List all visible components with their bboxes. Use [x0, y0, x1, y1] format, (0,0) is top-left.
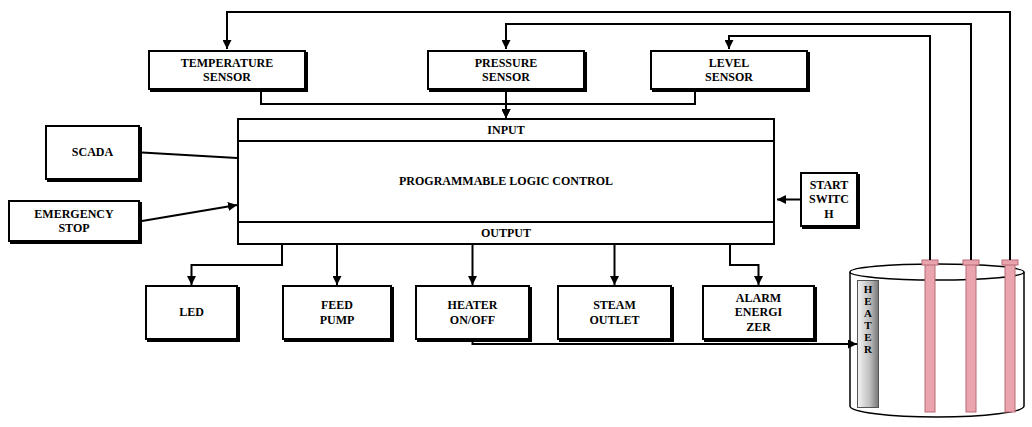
- plc-box: INPUTPROGRAMMABLE LOGIC CONTROLOUTPUT: [237, 118, 775, 245]
- heater-element: HEATER: [857, 280, 879, 408]
- node-label: HEATER ON/OFF: [433, 295, 513, 330]
- node-label: LEVEL SENSOR: [698, 53, 760, 88]
- sensor-box: TEMPERATURE SENSOR: [148, 50, 306, 90]
- connector: [142, 205, 237, 221]
- output-box: FEED PUMP: [282, 285, 392, 340]
- node-label: OUTPUT: [239, 223, 773, 243]
- connector: [777, 199, 800, 201]
- node-label: SCADA: [68, 142, 117, 162]
- output-box: LED: [145, 285, 238, 340]
- stop-box: EMERGENCY STOP: [8, 200, 140, 242]
- node-label: EMERGENCY STOP: [14, 204, 134, 239]
- tank-top: [850, 264, 1024, 280]
- tank-body: [850, 272, 1024, 417]
- node-label: PRESSURE SENSOR: [456, 53, 556, 88]
- sensor-probes: [922, 260, 1018, 412]
- output-box: STEAM OUTLET: [557, 285, 672, 340]
- connector: [614, 245, 616, 285]
- node-label: HEATER: [863, 281, 874, 358]
- node-label: PROGRAMMABLE LOGIC CONTROL: [239, 140, 773, 222]
- sensor-box: LEVEL SENSOR: [650, 50, 808, 90]
- connector: [473, 342, 858, 344]
- switch-box: START SWITC H: [800, 172, 858, 227]
- scada-box: SCADA: [45, 125, 140, 180]
- connector: [192, 245, 283, 285]
- node-label: FEED PUMP: [302, 295, 372, 330]
- node-label: ALARM ENERGI ZER: [728, 288, 790, 337]
- connector: [730, 245, 759, 285]
- node-label: STEAM OUTLET: [575, 295, 655, 330]
- output-box: ALARM ENERGI ZER: [702, 285, 815, 340]
- output-box: HEATER ON/OFF: [415, 285, 530, 340]
- connector: [261, 90, 506, 118]
- node-label: TEMPERATURE SENSOR: [167, 53, 287, 88]
- sensor-box: PRESSURE SENSOR: [427, 50, 585, 90]
- connector: [472, 245, 474, 285]
- node-label: INPUT: [239, 120, 773, 140]
- node-label: LED: [175, 302, 208, 322]
- connector: [506, 90, 695, 118]
- connector: [336, 245, 338, 285]
- node-label: START SWITC H: [805, 175, 853, 224]
- connector: [142, 153, 237, 159]
- temperature-wire: [227, 12, 1010, 260]
